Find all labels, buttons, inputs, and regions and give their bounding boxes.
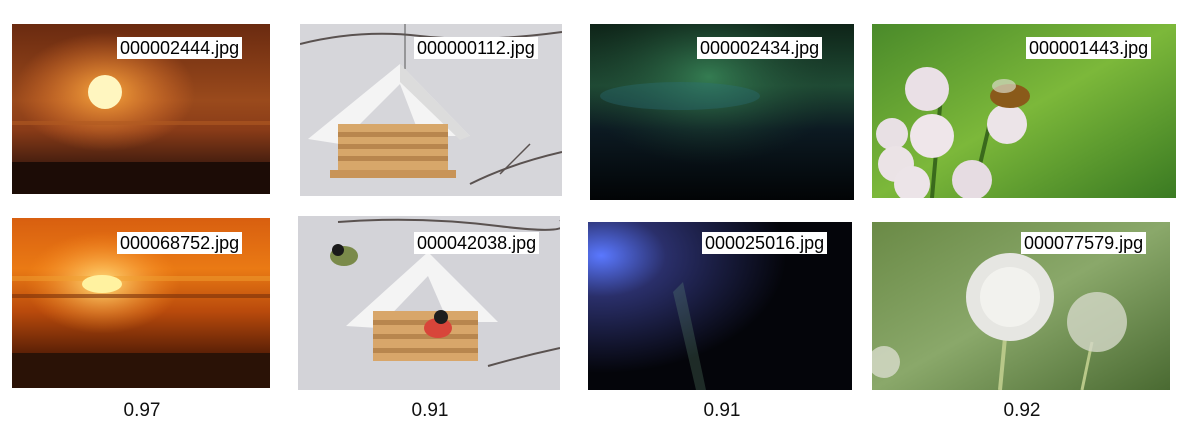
filename-label: 000000112.jpg [414,37,538,59]
similarity-score: 0.91 [703,400,741,421]
filename-label: 000042038.jpg [414,232,540,254]
similarity-score: 0.92 [1003,400,1041,421]
flowers-bee-icon [872,24,1176,198]
similarity-score: 0.97 [123,400,161,421]
filename-label: 000068752.jpg [117,232,243,254]
filename-label: 000077579.jpg [1021,232,1147,254]
filename-label: 000002434.jpg [697,37,823,59]
similarity-score: 0.91 [411,400,449,421]
filename-label: 000025016.jpg [702,232,828,254]
image-000001443 [872,24,1176,198]
filename-label: 000002444.jpg [117,37,243,59]
filename-label: 000001443.jpg [1026,37,1152,59]
